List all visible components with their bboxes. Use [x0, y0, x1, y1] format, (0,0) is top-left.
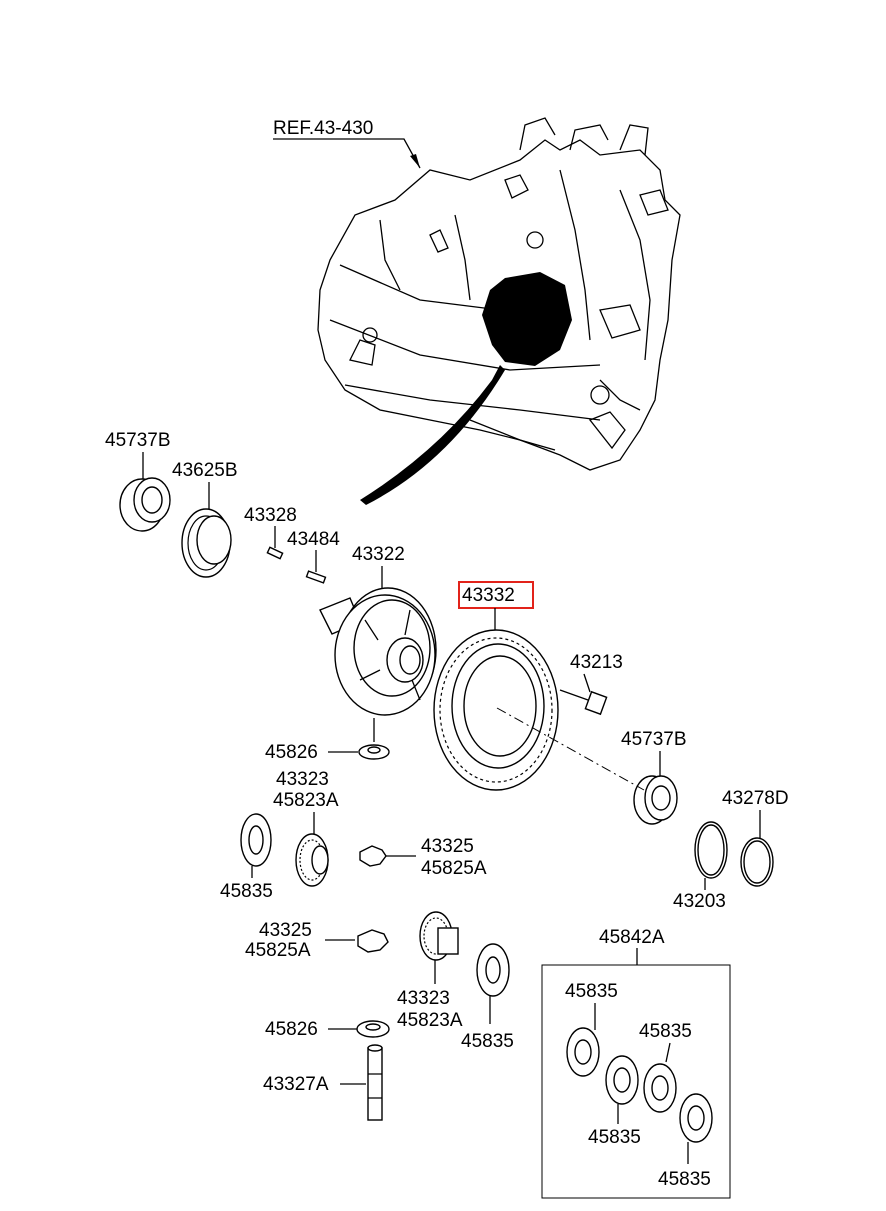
differential-case-43322: 43322 — [319, 544, 437, 716]
label-side-gear-a-2: 45823A — [273, 790, 339, 811]
label-45826-b: 45826 — [265, 1019, 318, 1040]
washer-45835-mid: 45835 — [461, 943, 514, 1052]
pinion-gear-43325-lower: 43325 45825A — [245, 920, 389, 961]
washer-45826-lower: 45826 — [265, 1019, 390, 1040]
label-pinion-b-1: 43325 — [259, 920, 312, 941]
label-43484: 43484 — [287, 529, 340, 550]
shim-43278D: 43278D — [722, 788, 789, 887]
label-side-gear-b-2: 45823A — [397, 1010, 463, 1031]
shim-43203: 43203 — [673, 821, 728, 912]
label-43203: 43203 — [673, 891, 726, 912]
label-kit-washer-1: 45835 — [565, 981, 618, 1002]
side-gear-43323-upper: 43323 45823A — [273, 769, 339, 887]
label-45842A: 45842A — [599, 927, 665, 948]
ring-gear-43332: 43332 — [433, 581, 559, 791]
washer-kit-45842A: 45842A 45835 45835 45835 45835 — [541, 927, 731, 1199]
label-kit-washer-3: 45835 — [588, 1127, 641, 1148]
label-bearing-right: 45737B — [621, 729, 687, 750]
gear-43625B: 43625B — [172, 460, 238, 578]
label-pinion-a-2: 45825A — [421, 858, 487, 879]
label-45835-mid: 45835 — [461, 1031, 514, 1052]
label-43328: 43328 — [244, 505, 297, 526]
pinion-gear-43325-upper: 43325 45825A — [359, 836, 487, 879]
washer-45826-upper: 45826 — [265, 718, 390, 763]
washer-45835-left: 45835 — [220, 813, 273, 902]
label-43332: 43332 — [462, 585, 515, 606]
ref-callout: REF.43-430 — [273, 118, 421, 169]
label-43213: 43213 — [570, 652, 623, 673]
label-kit-washer-2: 45835 — [639, 1021, 692, 1042]
label-43327A: 43327A — [263, 1074, 329, 1095]
label-bearing-top: 45737B — [105, 430, 171, 451]
label-43322: 43322 — [352, 544, 405, 565]
label-side-gear-b-1: 43323 — [397, 988, 450, 1009]
label-side-gear-a-1: 43323 — [276, 769, 329, 790]
side-gear-43323-lower: 43323 45823A — [397, 911, 463, 1031]
bearing-45737B-right: 45737B — [496, 707, 687, 825]
pin-43328: 43328 — [244, 505, 297, 560]
pinion-shaft-43327A: 43327A — [263, 1044, 383, 1121]
bolt-43213: 43213 — [559, 652, 623, 716]
label-pinion-a-1: 43325 — [421, 836, 474, 857]
label-45835-left: 45835 — [220, 881, 273, 902]
transmission-housing-illustration — [317, 117, 681, 505]
label-43278D: 43278D — [722, 788, 789, 809]
ref-label: REF.43-430 — [273, 118, 373, 139]
label-kit-washer-4: 45835 — [658, 1169, 711, 1190]
label-pinion-b-2: 45825A — [245, 940, 311, 961]
pin-43484: 43484 — [287, 529, 340, 584]
bearing-45737B-top: 45737B — [105, 430, 171, 532]
label-43625B: 43625B — [172, 460, 238, 481]
highlight-box — [458, 581, 534, 609]
label-45826-a: 45826 — [265, 742, 318, 763]
